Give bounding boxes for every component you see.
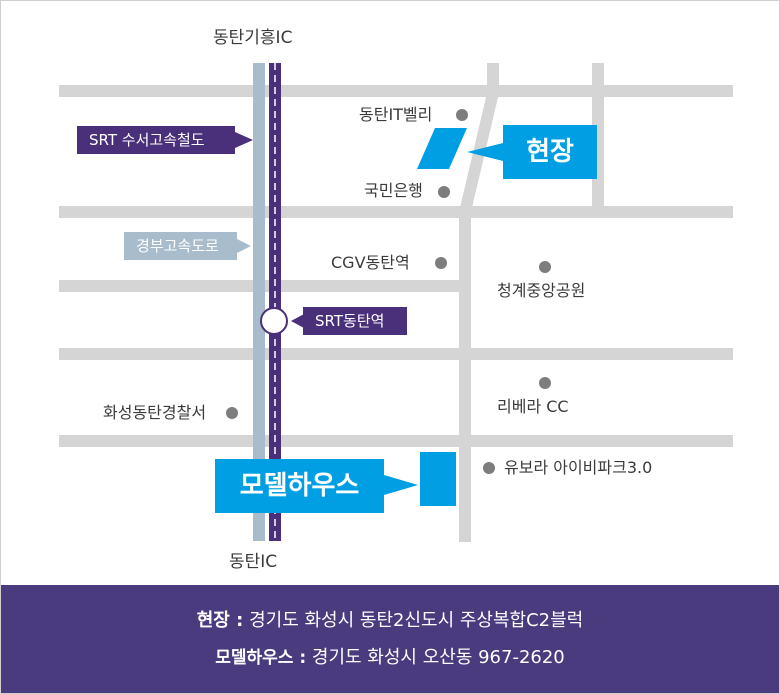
road-network [59, 63, 733, 542]
expressway-tag: 경부고속도로 [124, 232, 237, 260]
site-callout: 현장 [503, 125, 597, 179]
landmark-iviparc: 유보라 아이비파크3.0 [504, 458, 653, 477]
road-v-center [459, 206, 471, 542]
road-h-4 [59, 348, 733, 360]
road-h-1 [59, 85, 733, 97]
map-area: 동탄기흥IC 동탄IC SRT 수서고속철도 경부고속도로 SRT동탄역 동탄I… [1, 1, 779, 585]
site-address-text: 경기도 화성시 동탄2신도시 주상복합C2블럭 [249, 610, 584, 631]
road-h-5 [59, 435, 733, 447]
landmark-cgv: CGV동탄역 [331, 253, 410, 272]
landmark-park-dot [539, 261, 551, 273]
landmark-kookmin-bank-dot [438, 186, 450, 198]
landmark-iviparc-dot [483, 462, 495, 474]
bottom-ic-label: 동탄IC [229, 552, 278, 572]
modelhouse-callout-pointer [384, 475, 418, 495]
srt-station-marker [260, 307, 288, 335]
address-footer: 현장 : 경기도 화성시 동탄2신도시 주상복합C2블럭 모델하우스 : 경기도… [1, 585, 779, 693]
srt-line-pointer [235, 132, 253, 148]
site-address-line: 현장 : 경기도 화성시 동탄2신도시 주상복합C2블럭 [1, 609, 779, 633]
modelhouse-address-label: 모델하우스 : [215, 648, 307, 668]
road-diagonal [459, 63, 499, 212]
expressway-pointer [237, 239, 251, 253]
srt-line [269, 63, 281, 541]
srt-station-tag: SRT동탄역 [303, 307, 407, 335]
srt-line-tag: SRT 수서고속철도 [77, 126, 235, 154]
landmark-it-valley-dot [456, 109, 468, 121]
modelhouse-address-text: 경기도 화성시 오산동 967-2620 [311, 647, 565, 668]
landmark-police-dot [226, 407, 238, 419]
site-callout-pointer [467, 143, 503, 161]
landmark-kookmin-bank: 국민은행 [364, 181, 423, 200]
road-h-2 [59, 206, 733, 218]
landmark-cgv-dot [435, 257, 447, 269]
top-ic-label: 동탄기흥IC [213, 28, 293, 48]
site-address-label: 현장 : [196, 610, 244, 631]
landmark-riviera-dot [539, 377, 551, 389]
expressway-line [253, 63, 265, 541]
srt-station-pointer [291, 314, 304, 328]
modelhouse-address-line: 모델하우스 : 경기도 화성시 오산동 967-2620 [1, 646, 779, 670]
landmark-park: 청계중앙공원 [497, 281, 586, 300]
site-marker [417, 128, 467, 169]
modelhouse-callout: 모델하우스 [215, 459, 384, 513]
modelhouse-marker [420, 452, 456, 506]
landmark-riviera: 리베라 CC [497, 397, 569, 416]
landmark-police: 화성동탄경찰서 [103, 403, 207, 422]
landmark-it-valley: 동탄IT벨리 [359, 105, 433, 124]
